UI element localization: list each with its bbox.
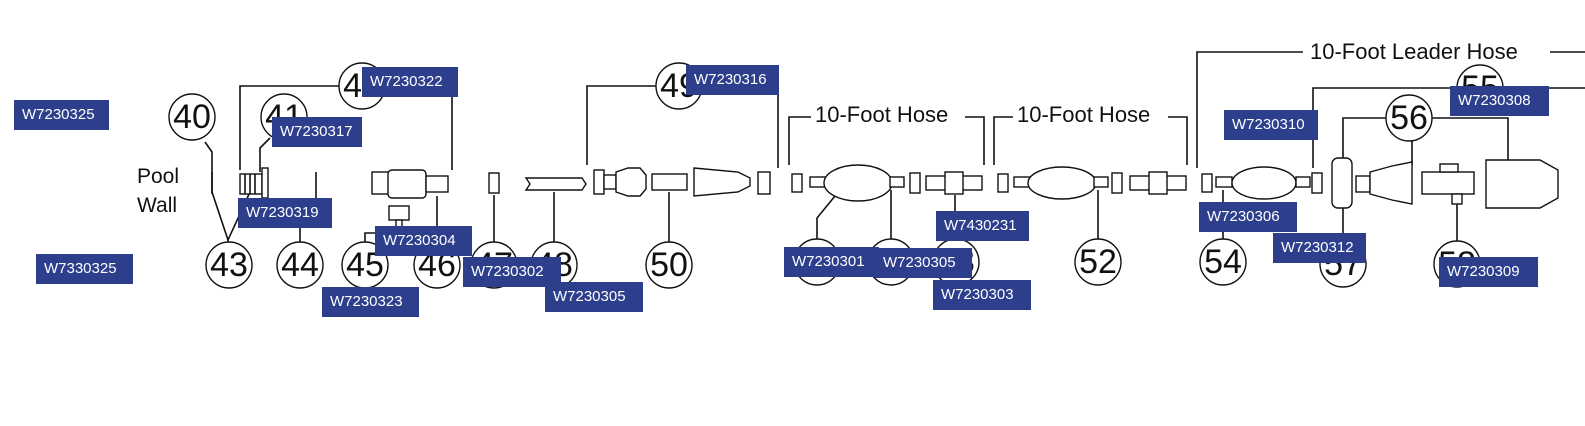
- svg-text:52: 52: [1079, 243, 1117, 281]
- part-tag-W7230303[interactable]: W7230303: [933, 280, 1031, 310]
- svg-text:44: 44: [281, 246, 319, 284]
- svg-text:56: 56: [1390, 99, 1428, 137]
- part-tag-W7230316[interactable]: W7230316: [686, 65, 779, 95]
- wall-label: Wall: [137, 194, 177, 217]
- part-tag-W7230310[interactable]: W7230310: [1224, 110, 1318, 140]
- part-tag-W7230304[interactable]: W7230304: [375, 226, 472, 256]
- callout-50: 50: [645, 241, 693, 289]
- part-tag-W7230317[interactable]: W7230317: [272, 117, 362, 147]
- part-tag-W7230302[interactable]: W7230302: [463, 257, 561, 287]
- callout-43: 43: [205, 241, 253, 289]
- callout-56: 56: [1385, 94, 1433, 142]
- callout-40: 40: [168, 93, 216, 141]
- svg-text:50: 50: [650, 246, 688, 284]
- part-tag-W7330325[interactable]: W7330325: [36, 254, 133, 284]
- pool-label: Pool: [137, 165, 179, 188]
- part-tag-W7430231[interactable]: W7430231: [936, 211, 1029, 241]
- part-tag-W7230309[interactable]: W7230309: [1439, 257, 1538, 287]
- callout-52b: 52: [1074, 238, 1122, 286]
- part-tag-W7230319[interactable]: W7230319: [238, 198, 332, 228]
- leader-hose-label: 10-Foot Leader Hose: [1310, 39, 1518, 64]
- part-tag-W7230305-b[interactable]: W7230305: [875, 248, 972, 278]
- callout-44: 44: [276, 241, 324, 289]
- svg-text:40: 40: [173, 98, 211, 136]
- part-tag-W7230322[interactable]: W7230322: [362, 67, 458, 97]
- svg-text:54: 54: [1204, 243, 1242, 281]
- svg-text:43: 43: [210, 246, 248, 284]
- part-tag-W7230305[interactable]: W7230305: [545, 282, 643, 312]
- hose-label-1: 10-Foot Hose: [815, 102, 948, 127]
- part-tag-W7230312[interactable]: W7230312: [1273, 233, 1366, 263]
- part-tag-W7230301[interactable]: W7230301: [784, 247, 879, 277]
- part-tag-W7230323[interactable]: W7230323: [322, 287, 419, 317]
- callout-54: 54: [1199, 238, 1247, 286]
- part-tag-W7230308[interactable]: W7230308: [1450, 86, 1549, 116]
- part-tag-W7230306[interactable]: W7230306: [1199, 202, 1297, 232]
- part-shapes: [211, 157, 1559, 235]
- part-tag-W7230325[interactable]: W7230325: [14, 100, 109, 130]
- hose-label-2: 10-Foot Hose: [1017, 102, 1150, 127]
